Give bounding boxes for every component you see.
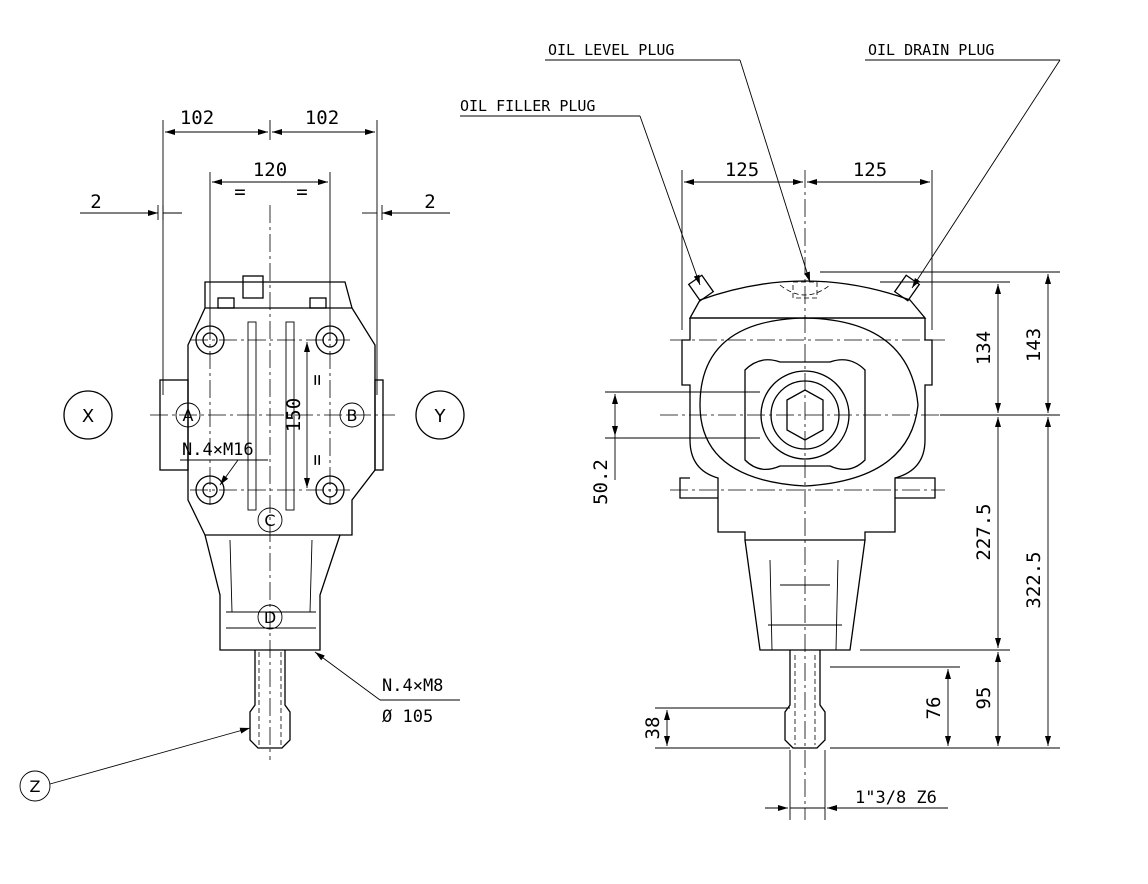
dim-2-left: 2 xyxy=(90,191,101,213)
side-top-cover xyxy=(688,280,927,319)
front-housing-outline xyxy=(187,281,376,536)
equal-mark-top-right: = xyxy=(296,181,307,203)
label-oil-filler-plug: OIL FILLER PLUG xyxy=(460,97,595,115)
dim-125-right: 125 xyxy=(853,159,887,181)
side-dimension-texts: 125 125 134 143 227.5 322.5 95 76 38 50.… xyxy=(590,159,1045,808)
dim-143: 143 xyxy=(1023,328,1045,362)
dim-134: 134 xyxy=(973,331,995,365)
front-neck-bands xyxy=(226,611,316,629)
callout-z-leader xyxy=(49,727,251,785)
callout-a-circle xyxy=(175,402,201,428)
m8-note-group: N.4×M8 Ø 105 xyxy=(314,651,460,727)
callout-b-circle xyxy=(339,402,365,428)
callout-y-label: Y xyxy=(434,406,447,427)
label-oil-level-plug: OIL LEVEL PLUG xyxy=(548,41,674,59)
front-rib-right xyxy=(285,321,295,511)
note-n4-m16: N.4×M16 xyxy=(182,440,254,460)
callout-x-label: X xyxy=(82,406,94,427)
front-dimensions xyxy=(80,120,450,488)
callout-z-label: Z xyxy=(30,777,41,796)
dim-95: 95 xyxy=(973,687,995,710)
front-view xyxy=(150,205,395,760)
side-flange-right xyxy=(895,477,936,499)
side-output-shaft xyxy=(784,650,826,749)
side-dimensions xyxy=(605,170,1060,820)
dim-50-2: 50.2 xyxy=(590,459,612,505)
side-cone-inner xyxy=(769,559,839,651)
callout-c-circle xyxy=(257,507,283,533)
dim-38: 38 xyxy=(642,717,664,740)
front-top-lug-right xyxy=(309,297,327,309)
callout-x-circle xyxy=(63,390,113,440)
side-center-bulge xyxy=(699,317,919,487)
dim-125-left: 125 xyxy=(725,159,759,181)
front-rib-left xyxy=(247,321,257,511)
front-output-shaft xyxy=(249,650,291,749)
dim-2-right: 2 xyxy=(424,191,435,213)
callout-a-label: A xyxy=(183,406,194,425)
equal-mark-side-bottom: = xyxy=(306,454,328,465)
callout-b-label: B xyxy=(347,406,358,425)
front-flange-right xyxy=(374,379,384,471)
side-flange-left xyxy=(679,477,718,499)
plug-labels: OIL LEVEL PLUG OIL DRAIN PLUG OIL FILLER… xyxy=(460,41,994,115)
note-spline: 1"3/8 Z6 xyxy=(855,788,937,808)
side-view xyxy=(660,170,960,820)
dim-102-left: 102 xyxy=(180,107,214,129)
dim-227-5: 227.5 xyxy=(973,503,995,560)
dim-102-right: 102 xyxy=(305,107,339,129)
label-oil-drain-plug: OIL DRAIN PLUG xyxy=(868,41,994,59)
front-dimension-texts: 102 102 120 = = 2 2 150 = = N.4×M16 xyxy=(90,107,435,466)
dim-150: 150 xyxy=(283,398,305,432)
dim-76: 76 xyxy=(923,697,945,720)
dim-120: 120 xyxy=(253,159,287,181)
equal-mark-top-left: = xyxy=(234,181,245,203)
side-main-body xyxy=(681,318,933,541)
side-seal-housing xyxy=(744,359,866,471)
front-flange-left xyxy=(159,379,189,471)
callout-c-label: C xyxy=(264,511,275,530)
callout-z-circle xyxy=(19,770,51,802)
note-pcd-105: Ø 105 xyxy=(382,707,433,727)
front-callouts: X Y A B C D Z xyxy=(19,390,465,802)
callout-y-circle xyxy=(415,390,465,440)
callout-d-label: D xyxy=(264,608,276,627)
equal-mark-side-top: = xyxy=(306,374,328,385)
callout-d-circle xyxy=(257,604,283,630)
front-top-lug-left xyxy=(217,297,235,309)
side-shaft-hidden xyxy=(794,655,816,745)
plug-leaders xyxy=(460,59,1061,289)
dim-322-5: 322.5 xyxy=(1023,551,1045,608)
oil-drain-plug xyxy=(893,274,921,302)
front-neck-inner xyxy=(229,539,313,613)
note-n4-m8: N.4×M8 xyxy=(382,676,443,696)
front-top-plug xyxy=(242,275,264,299)
front-neck xyxy=(204,534,341,651)
